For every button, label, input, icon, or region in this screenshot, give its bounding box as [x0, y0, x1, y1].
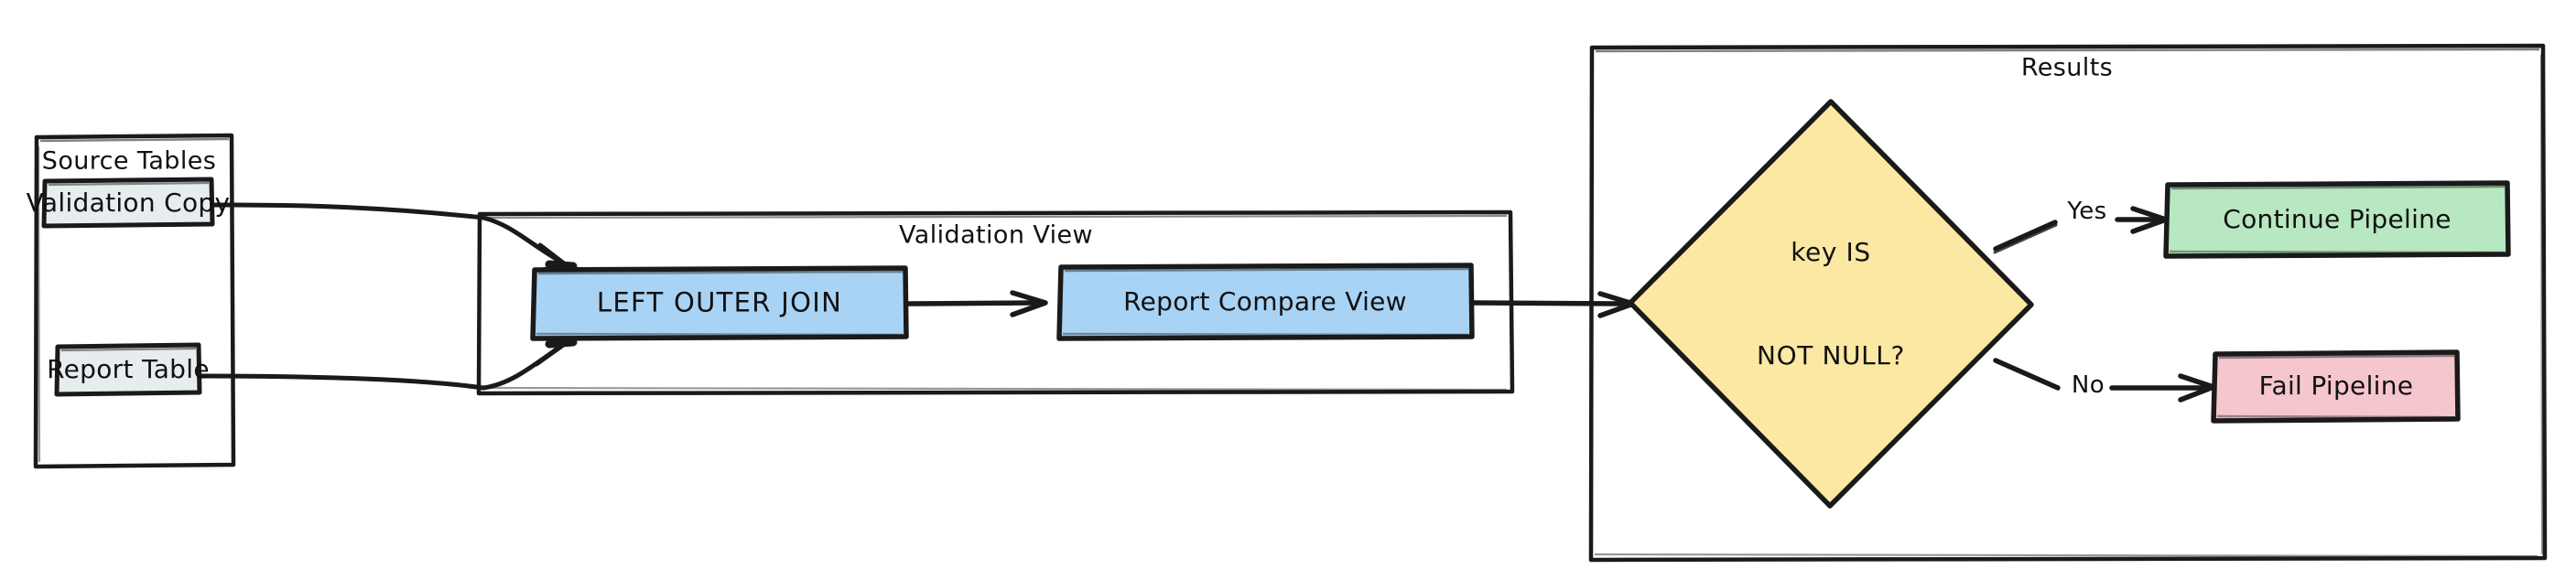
group-results — [1588, 43, 2548, 563]
node-key-is-not-null-decision[interactable] — [1628, 99, 2034, 509]
node-validation-copy[interactable] — [41, 177, 215, 229]
group-source-tables — [33, 133, 236, 469]
edge-decision-yes-to-continue — [1993, 206, 2169, 254]
node-continue-pipeline[interactable] — [2163, 180, 2511, 259]
group-validation-view — [476, 209, 1515, 396]
edge-join-to-compare-view — [905, 290, 1048, 317]
node-report-compare-view[interactable] — [1056, 263, 1475, 341]
edge-report-table-to-join — [197, 334, 578, 391]
node-fail-pipeline[interactable] — [2211, 349, 2461, 424]
node-report-table[interactable] — [54, 342, 202, 397]
edge-compare-view-to-decision — [1471, 291, 1636, 318]
edge-decision-no-to-fail — [1993, 358, 2216, 403]
node-left-outer-join[interactable] — [530, 265, 909, 341]
